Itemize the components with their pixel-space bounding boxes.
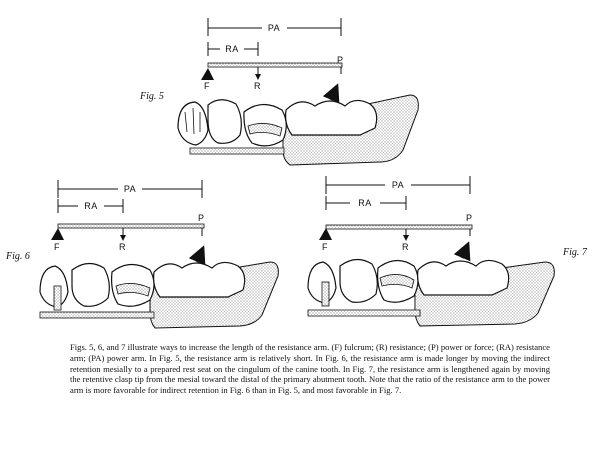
resistance-label: R [402, 242, 409, 252]
pa-label: PA [268, 23, 280, 33]
figure-6: Fig. 6 PA RA F R P [5, 180, 279, 329]
resistance-arm-dimension: RA [325, 196, 407, 210]
figure-label: Fig. 5 [139, 91, 164, 102]
ra-label: RA [84, 201, 98, 211]
figure-label: Fig. 6 [5, 251, 30, 262]
pa-label: PA [124, 184, 136, 194]
fulcrum-triangle [51, 228, 64, 240]
power-label: P [337, 55, 344, 65]
denture-teeth [417, 259, 510, 296]
lever-bar [207, 62, 343, 68]
power-label: P [198, 213, 205, 223]
figure-label: Fig. 7 [562, 247, 588, 258]
pa-label: PA [392, 180, 404, 190]
major-connector [189, 147, 285, 155]
power-arm-dimension: PA [57, 180, 203, 198]
clasp [379, 274, 415, 289]
resistance-label: R [119, 242, 126, 252]
major-connector [307, 309, 421, 317]
tooth-premolar-1 [339, 258, 378, 303]
tooth-premolar-1 [71, 262, 110, 307]
figure-7: Fig. 7 PA RA F R P [307, 176, 588, 327]
tooth-canine [177, 101, 209, 146]
fulcrum-triangle [201, 68, 214, 80]
denture-teeth [285, 99, 378, 136]
ra-label: RA [225, 44, 239, 54]
resistance-label: R [254, 81, 261, 91]
power-arm-dimension: PA [325, 176, 471, 194]
tooth-premolar-1 [207, 99, 242, 144]
power-label: P [466, 213, 473, 223]
resistance-arm-dimension: RA [57, 199, 124, 213]
clasp [247, 123, 283, 137]
lever-bar [57, 223, 205, 229]
power-arrow [188, 245, 206, 266]
clasp [115, 283, 151, 297]
major-connector [39, 311, 155, 319]
lever-bar [325, 224, 473, 230]
power-arrow [453, 241, 471, 262]
fulcrum-label: F [322, 242, 328, 252]
fulcrum-label: F [54, 242, 60, 252]
denture-teeth [153, 261, 246, 298]
rest-on-cingulum [321, 281, 330, 307]
ra-label: RA [358, 198, 372, 208]
figure-5: Fig. 5 PA RA F R P [139, 18, 419, 166]
power-arm-dimension: PA [207, 18, 342, 36]
power-arrow [322, 83, 340, 104]
resistance-arm-dimension: RA [207, 42, 259, 56]
figure-caption: Figs. 5, 6, and 7 illustrate ways to inc… [70, 342, 550, 396]
fulcrum-label: F [204, 81, 210, 91]
rest-on-cingulum [53, 285, 62, 311]
fulcrum-triangle [319, 228, 332, 240]
